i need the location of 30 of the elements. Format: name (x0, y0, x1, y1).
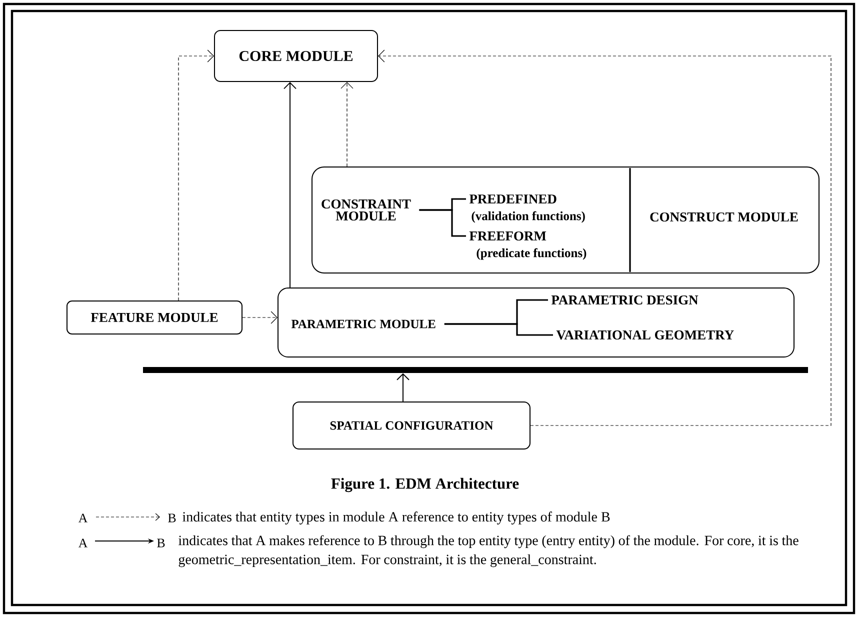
option-label: PARAMETRIC DESIGN (551, 295, 698, 305)
arrow (340, 82, 354, 167)
bracket-line (419, 209, 466, 237)
legend-text: indicates that A makes reference to B through the top entity type (entry entity) of the module. For core, it is the geometric_representation_item. For constraint, it is the general_constraint. (178, 535, 798, 568)
legend-letter: B (168, 514, 176, 522)
option-label: PREDEFINED (469, 194, 556, 204)
arrow (242, 311, 278, 324)
arrow (284, 82, 296, 288)
arrow (396, 373, 410, 402)
annotation-text: (predicate functions) (476, 248, 586, 260)
module-box: CORE MODULE (214, 30, 378, 82)
module-box (278, 288, 794, 358)
module-label: CONSTRUCT MODULE (650, 212, 798, 222)
annotation-text: (validation functions) (472, 211, 585, 223)
module-label: PARAMETRIC MODULE (291, 320, 436, 328)
arrow (178, 50, 214, 301)
option-label: FREEFORM (469, 231, 546, 241)
legend-letter: A (78, 538, 88, 548)
bus-bar (143, 367, 808, 373)
legend-text: indicates that entity types in module A reference to entity types of module B (182, 512, 610, 524)
module-box: SPATIAL CONFIGURATION (292, 402, 530, 450)
legend-letter: A (78, 514, 88, 522)
bracket-line (444, 323, 553, 336)
module-box (312, 166, 820, 274)
module-box: FEATURE MODULE (66, 300, 242, 334)
legend-letter: B (157, 538, 165, 548)
arrow (378, 50, 832, 426)
option-label: VARIATIONAL GEOMETRY (556, 330, 734, 340)
module-label: CONSTRAINT MODULE (322, 199, 411, 221)
figure-caption: Figure 1. EDM Architecture (331, 478, 519, 492)
